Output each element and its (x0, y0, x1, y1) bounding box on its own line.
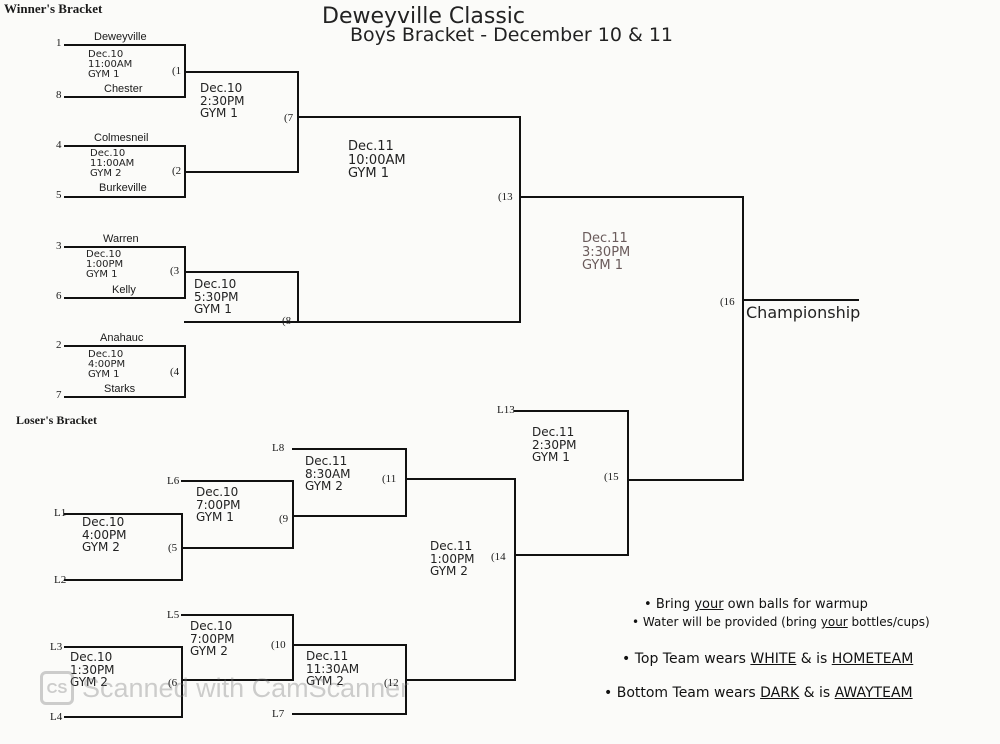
championship-label: Championship (746, 303, 861, 322)
losers-bracket-label: Loser's Bracket (16, 413, 97, 427)
seed-label: 8 (56, 89, 62, 101)
team-name: Anahauc (100, 332, 144, 344)
game-1-number: (1 (172, 65, 182, 77)
game-2-number: (2 (172, 165, 182, 177)
loser-slot: L3 (50, 641, 63, 653)
game-11-number: (11 (382, 473, 397, 485)
team-name: Burkeville (99, 182, 147, 194)
game-5-number: (5 (168, 542, 178, 554)
team-name: Colmesneil (94, 132, 149, 144)
note-bottom-team: • Bottom Team wears DARK & is AWAYTEAM (604, 685, 913, 701)
team-name: Deweyville (94, 31, 147, 43)
camscanner-logo-icon: CS (40, 671, 74, 705)
loser-slot: L6 (167, 475, 180, 487)
winners-bracket-label: Winner's Bracket (4, 1, 103, 16)
team-name: Kelly (112, 284, 136, 296)
seed-label: 6 (56, 290, 62, 302)
game-10-number: (10 (271, 639, 286, 651)
game-7-number: (7 (284, 112, 294, 124)
loser-slot: L4 (50, 711, 63, 723)
loser-slot: L13 (497, 404, 515, 416)
team-name: Chester (104, 83, 143, 95)
team-name: Warren (103, 233, 139, 245)
seed-label: 5 (56, 189, 62, 201)
game-3-number: (3 (170, 265, 180, 277)
seed-label: 7 (56, 389, 62, 401)
seed-label: 2 (56, 339, 62, 351)
loser-slot: L7 (272, 708, 285, 720)
page-subtitle: Boys Bracket - December 10 & 11 (350, 24, 673, 46)
game-16-number: (16 (720, 296, 735, 308)
game-13-number: (13 (498, 191, 513, 203)
loser-slot: L8 (272, 442, 285, 454)
watermark-text: Scanned with CamScanner (82, 672, 410, 703)
game-4-number: (4 (170, 366, 180, 378)
seed-label: 4 (56, 139, 62, 151)
game-15-number: (15 (604, 471, 619, 483)
game-12-number: (12 (384, 677, 399, 689)
loser-slot: L5 (167, 609, 180, 621)
loser-slot: L1 (54, 507, 67, 519)
game-6-number: (6 (168, 677, 178, 689)
team-name: Starks (104, 383, 136, 395)
seed-label: 3 (56, 240, 62, 252)
note-water: • Water will be provided (bring your bot… (632, 615, 930, 629)
game-8-number: (8 (282, 315, 292, 327)
page-title: Deweyville Classic (322, 4, 525, 29)
seed-label: 1 (56, 37, 62, 49)
game-14-number: (14 (491, 551, 506, 563)
note-bring-balls: • Bring your own balls for warmup (644, 597, 868, 612)
game-9-number: (9 (279, 513, 289, 525)
loser-slot: L2 (54, 574, 67, 586)
camscanner-watermark: CS Scanned with CamScanner (40, 668, 520, 708)
note-top-team: • Top Team wears WHITE & is HOMETEAM (622, 651, 914, 667)
